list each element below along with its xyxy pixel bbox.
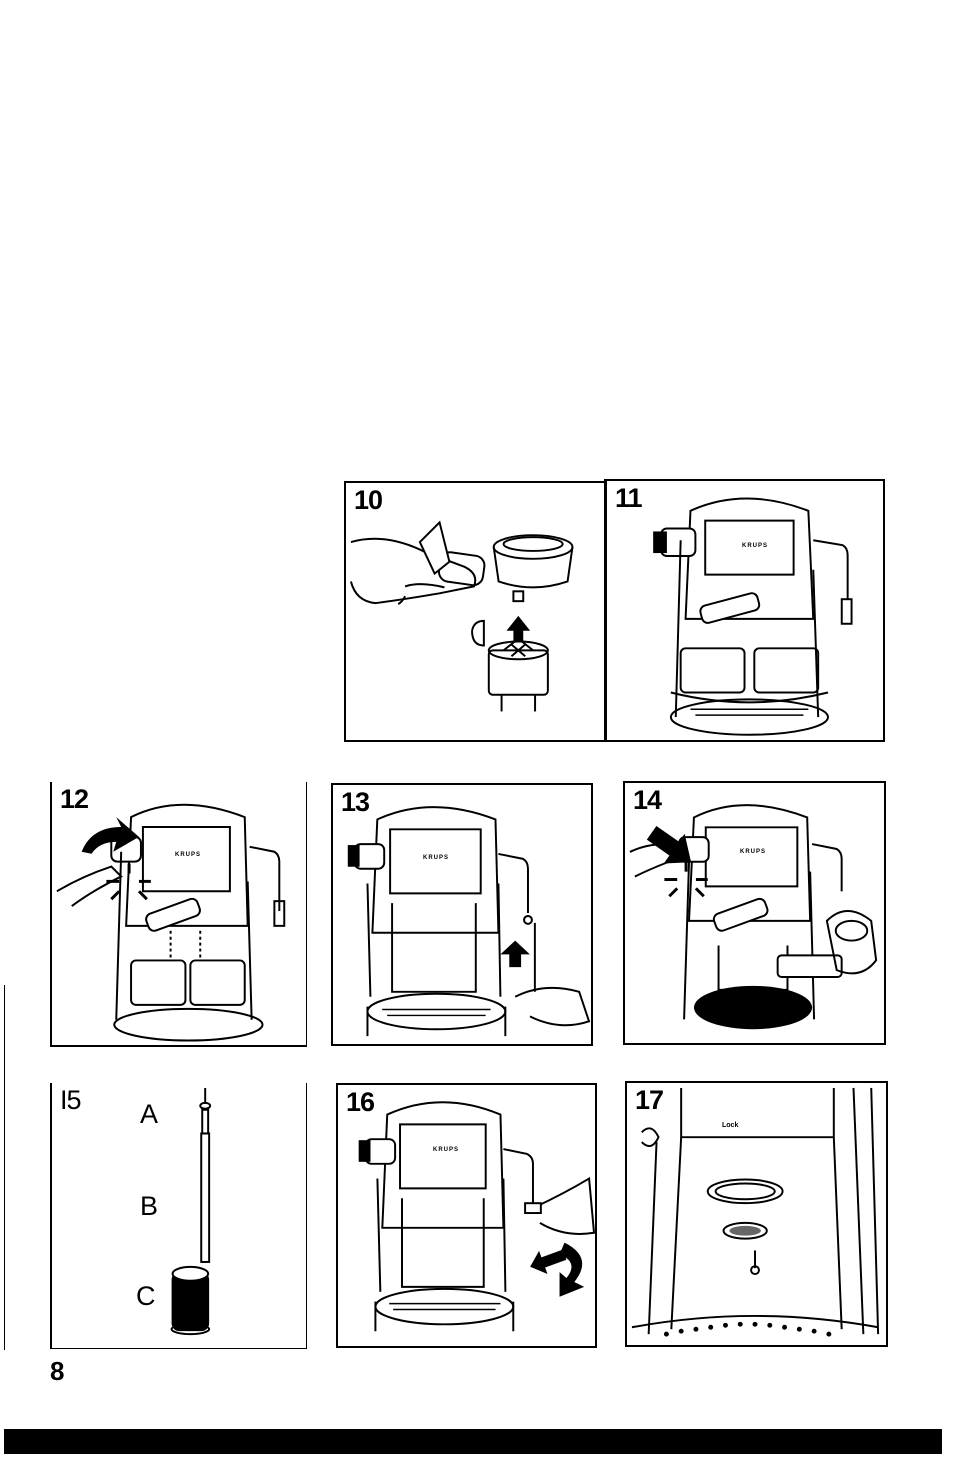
figure-number: 13 (339, 787, 372, 817)
filter-holder-illustration (349, 520, 574, 712)
espresso-machine-frothing-illustration (629, 804, 878, 1030)
brand-label: KRUPS (433, 1147, 460, 1153)
figure-number: I5 (58, 1085, 83, 1115)
figure-number: 14 (631, 785, 664, 815)
figure-number: 16 (344, 1087, 377, 1117)
figure-10: 10 (344, 481, 606, 742)
figure-number: 12 (58, 784, 91, 814)
lock-label: Lock (722, 1122, 739, 1129)
part-label-b: B (140, 1191, 159, 1221)
brand-label: KRUPS (423, 855, 450, 861)
margin-rule (4, 985, 5, 1350)
figure-number: 11 (613, 483, 644, 513)
brand-label: KRUPS (740, 849, 767, 855)
figure-number: 10 (352, 485, 385, 515)
figure-15: I5 A B C (50, 1083, 307, 1349)
figure-14: 14 KRUPS (623, 781, 886, 1045)
figure-11: 11 KRUPS (604, 479, 885, 742)
figure-17: 17 Lock (625, 1081, 888, 1347)
part-label-a: A (140, 1099, 159, 1129)
filter-disassembly-illustration (631, 1087, 880, 1337)
figure-number: 17 (633, 1085, 666, 1115)
espresso-machine-illustration (653, 497, 853, 736)
brand-label: KRUPS (742, 543, 769, 549)
figure-16: 16 KRUPS (336, 1083, 597, 1348)
espresso-machine-steam-illustration (347, 806, 591, 1037)
brand-label: KRUPS (175, 852, 202, 858)
figure-13: 13 KRUPS (331, 783, 593, 1046)
espresso-machine-nozzle-removal-illustration (358, 1101, 595, 1332)
page-number: 8 (50, 1356, 65, 1386)
part-label-c: C (136, 1281, 156, 1311)
figure-12: 12 KRUPS (50, 782, 307, 1047)
steam-nozzle-parts-illustration (170, 1088, 212, 1336)
footer-bar (4, 1429, 942, 1454)
espresso-machine-brewing-illustration (56, 803, 286, 1042)
